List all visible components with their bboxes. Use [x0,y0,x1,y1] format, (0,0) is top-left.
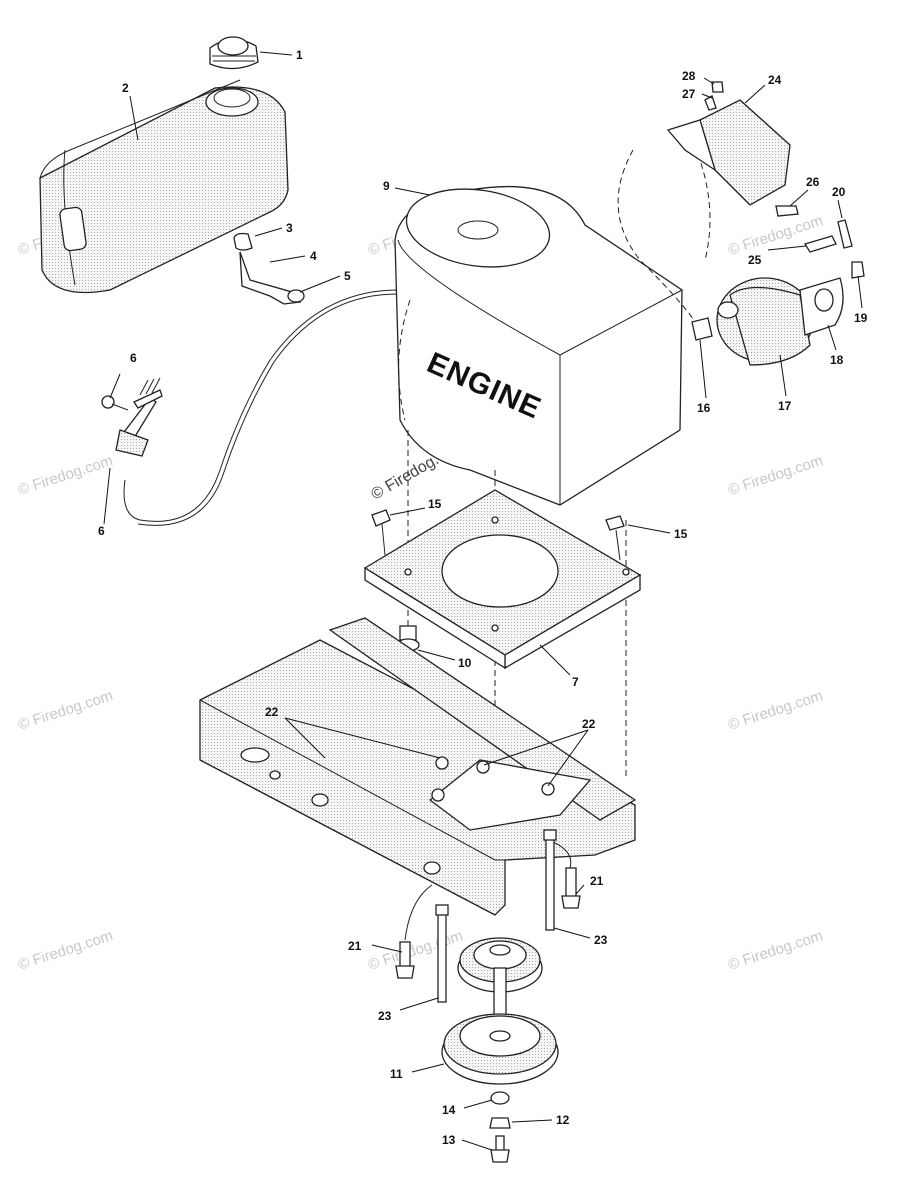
callout-24: 24 [768,73,782,87]
callout-6a: 6 [130,351,137,365]
callout-3: 3 [286,221,293,235]
callout-27: 27 [682,87,696,101]
callout-22a: 22 [265,705,279,719]
callout-17: 17 [778,399,792,413]
callout-28: 28 [682,69,696,83]
muffler [691,81,865,366]
callout-16: 16 [697,401,711,415]
watermark: © Firedog.com [726,687,825,734]
fuel-cap [209,36,259,70]
watermark: © Firedog.com [726,927,825,974]
watermark: © Firedog.com [16,452,115,499]
watermark: © Firedog.com [366,927,465,974]
throttle-control [101,377,163,457]
callout-14: 14 [442,1103,456,1117]
tractor-frame [199,617,637,916]
engine-pulley [441,937,559,1085]
stud-rod [435,904,449,1003]
fuel-line-fitting [233,232,305,305]
stud-rod [543,829,557,931]
callout-18: 18 [830,353,844,367]
throttle-cable [123,289,399,526]
callout-11: 11 [390,1067,403,1081]
callout-4: 4 [310,249,317,263]
callout-23a: 23 [378,1009,392,1023]
callout-19: 19 [854,311,868,325]
callout-5: 5 [344,269,351,283]
callout-21a: 21 [348,939,362,953]
leader-lines [103,51,863,1151]
callout-7: 7 [572,675,579,689]
callout-22b: 22 [582,717,596,731]
mount-bolt [605,515,625,561]
carriage-bolt [395,884,433,979]
callout-13: 13 [442,1133,456,1147]
muffler-shield [666,99,791,206]
mount-bolt [371,509,391,556]
callout-10: 10 [458,656,472,670]
callout-15b: 15 [674,527,688,541]
watermark: © Firedog.com [726,452,825,499]
watermark: © Firedog.com [16,927,115,974]
callout-23b: 23 [594,933,608,947]
callout-6b: 6 [98,524,105,538]
callout-26: 26 [806,175,820,189]
callout-21b: 21 [590,874,604,888]
callout-9: 9 [383,179,390,193]
callout-25: 25 [748,253,762,267]
callout-15a: 15 [428,497,442,511]
fuel-tank [39,79,289,294]
callout-2: 2 [122,81,129,95]
callout-1: 1 [296,48,303,62]
callout-20: 20 [832,185,846,199]
callout-labels: 1 2 3 4 5 6 6 7 9 10 11 12 13 14 15 15 1… [98,48,868,1147]
pulley-hardware [489,1091,511,1163]
callout-12: 12 [556,1113,570,1127]
engine-block: ENGINE [394,185,683,506]
watermark: © Firedog.com [16,687,115,734]
mounting-plate [363,489,642,670]
